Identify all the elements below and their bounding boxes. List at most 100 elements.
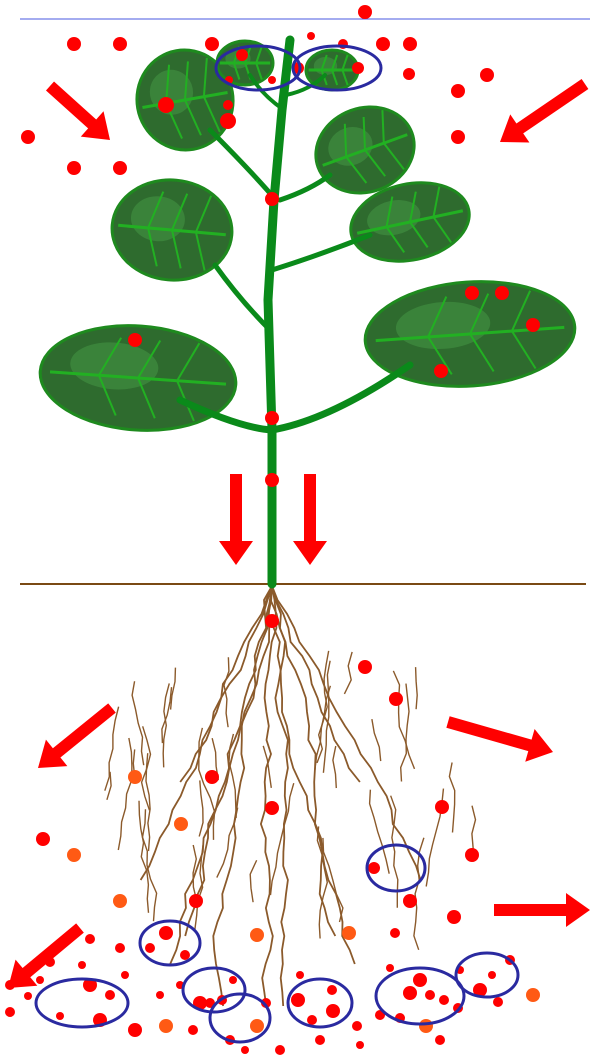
particle-dot bbox=[291, 993, 305, 1007]
particle-dot bbox=[526, 318, 540, 332]
particle-dot bbox=[5, 1007, 15, 1017]
leaves bbox=[37, 41, 579, 437]
particle-dot bbox=[352, 1021, 362, 1031]
particle-dot bbox=[205, 37, 219, 51]
root-main-8 bbox=[272, 586, 360, 782]
arrow-outflow-left-shape bbox=[27, 695, 122, 781]
arrow-down-right-shape bbox=[293, 474, 327, 565]
particle-dot bbox=[180, 950, 190, 960]
branch-mid-right bbox=[272, 235, 370, 270]
arrow-inflow-left bbox=[39, 73, 122, 152]
particle-dot bbox=[128, 770, 142, 784]
arrow-outflow-left bbox=[27, 695, 122, 781]
particle-dot bbox=[342, 926, 356, 940]
particle-dot bbox=[56, 1012, 64, 1020]
particle-dot bbox=[265, 801, 279, 815]
branch-mid-left bbox=[215, 265, 270, 330]
particle-dot bbox=[368, 862, 380, 874]
particle-dot bbox=[425, 990, 435, 1000]
particle-dot bbox=[326, 1004, 340, 1018]
particle-dot bbox=[67, 848, 81, 862]
particle-dot bbox=[403, 986, 417, 1000]
particle-dot bbox=[495, 286, 509, 300]
highlight-circle bbox=[456, 953, 518, 997]
arrow-outflow-right bbox=[443, 706, 557, 769]
particle-dot bbox=[465, 848, 479, 862]
particle-dot bbox=[268, 76, 276, 84]
particle-dot bbox=[36, 832, 50, 846]
root-branch bbox=[199, 780, 203, 836]
particle-dot bbox=[435, 1035, 445, 1045]
particle-dot bbox=[356, 1041, 364, 1049]
particle-dot bbox=[67, 37, 81, 51]
root-main-4 bbox=[272, 586, 288, 1006]
main-stem bbox=[268, 40, 290, 584]
arrow-inflow-right bbox=[490, 70, 590, 156]
particle-dot bbox=[275, 1045, 285, 1055]
particle-dot bbox=[358, 660, 372, 674]
particle-dot bbox=[439, 995, 449, 1005]
particle-dot bbox=[229, 976, 237, 984]
branch-lower-right bbox=[272, 365, 410, 430]
particle-dot bbox=[188, 1025, 198, 1035]
particle-dot bbox=[403, 37, 417, 51]
particle-dot bbox=[220, 113, 236, 129]
particle-dot bbox=[159, 926, 173, 940]
root-system bbox=[105, 586, 476, 1006]
particle-dot bbox=[21, 130, 35, 144]
particle-dot bbox=[36, 976, 44, 984]
particle-dot bbox=[451, 84, 465, 98]
particle-dot bbox=[189, 894, 203, 908]
particle-dot bbox=[265, 411, 279, 425]
arrow-outflow-right-shape bbox=[443, 706, 557, 769]
particle-dot bbox=[128, 333, 142, 347]
root-branch bbox=[416, 667, 418, 709]
particle-dot bbox=[265, 192, 279, 206]
particle-dot bbox=[174, 817, 188, 831]
particle-dot bbox=[376, 37, 390, 51]
particle-dot bbox=[327, 985, 337, 995]
root-branch bbox=[449, 762, 454, 832]
particle-dot bbox=[115, 943, 125, 953]
particle-dot bbox=[435, 800, 449, 814]
particle-dot bbox=[250, 1019, 264, 1033]
particle-dot bbox=[307, 1015, 317, 1025]
root-branch bbox=[271, 783, 294, 895]
particle-dot bbox=[403, 894, 417, 908]
root-main-0 bbox=[141, 586, 272, 880]
particle-dot bbox=[113, 37, 127, 51]
highlight-circle bbox=[36, 979, 128, 1027]
arrow-outflow-right-lower-shape bbox=[494, 893, 590, 927]
root-main-3 bbox=[261, 586, 277, 1006]
particle-dot bbox=[159, 1019, 173, 1033]
root-main-7 bbox=[180, 586, 272, 782]
particle-dot bbox=[121, 971, 129, 979]
particle-dot bbox=[488, 971, 496, 979]
arrow-down-left bbox=[219, 474, 253, 565]
arrow-down-right bbox=[293, 474, 327, 565]
root-branch bbox=[370, 790, 390, 874]
particle-dot bbox=[413, 973, 427, 987]
particle-dot bbox=[105, 990, 115, 1000]
particle-dot bbox=[113, 161, 127, 175]
root-main-6 bbox=[272, 586, 421, 880]
particle-dot bbox=[78, 961, 86, 969]
root-branch bbox=[372, 719, 381, 761]
root-branch bbox=[344, 652, 352, 694]
arrow-inflow-right-shape bbox=[490, 70, 590, 156]
branch-upper-left bbox=[210, 130, 276, 200]
root-branch bbox=[393, 671, 414, 769]
branch-upper-right bbox=[280, 175, 330, 200]
particle-dot bbox=[236, 49, 248, 61]
particle-dot bbox=[465, 286, 479, 300]
particle-dot bbox=[352, 62, 364, 74]
particle-dot bbox=[451, 130, 465, 144]
root-branch bbox=[333, 746, 336, 788]
particle-dot bbox=[128, 1023, 142, 1037]
particle-dot bbox=[145, 943, 155, 953]
particle-dot bbox=[526, 988, 540, 1002]
particle-dot bbox=[156, 991, 164, 999]
root-branch bbox=[118, 738, 132, 850]
particle-dot bbox=[265, 473, 279, 487]
arrow-outflow-right-lower bbox=[494, 893, 590, 927]
